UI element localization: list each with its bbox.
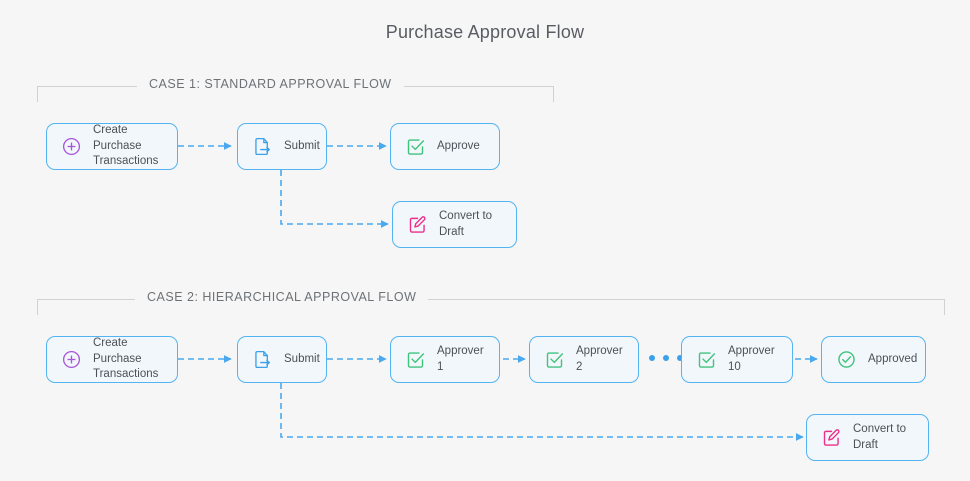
- edit-square-icon: [820, 427, 842, 449]
- plus-circle-icon: [60, 349, 82, 371]
- node-c1-submit[interactable]: Submit: [237, 123, 327, 170]
- group-case-1-legend: CASE 1: STANDARD APPROVAL FLOW: [137, 77, 404, 91]
- checkbox-square-icon: [404, 349, 426, 371]
- checkbox-square-icon: [404, 136, 426, 158]
- node-c2-approver-1[interactable]: Approver 1: [390, 336, 500, 383]
- node-label: Approver 10: [728, 344, 775, 373]
- page-title: Purchase Approval Flow: [385, 22, 585, 42]
- node-label: Create Purchase Transactions: [93, 123, 159, 168]
- group-case-1: CASE 1: STANDARD APPROVAL FLOW: [37, 77, 554, 256]
- node-c2-create-purchase-transactions[interactable]: Create Purchase Transactions: [46, 336, 178, 383]
- node-c2-submit[interactable]: Submit: [237, 336, 327, 383]
- file-export-icon: [251, 349, 273, 371]
- node-label: Convert to Draft: [853, 422, 907, 451]
- ellipsis-dot: [663, 355, 669, 361]
- group-case-2-frame: [37, 299, 945, 315]
- node-c1-convert-to-draft[interactable]: Convert to Draft: [392, 201, 517, 248]
- node-c1-create-purchase-transactions[interactable]: Create Purchase Transactions: [46, 123, 178, 170]
- node-label: Create Purchase Transactions: [93, 336, 159, 381]
- node-label: Approve: [437, 139, 480, 152]
- file-export-icon: [251, 136, 273, 158]
- node-c1-approve[interactable]: Approve: [390, 123, 500, 170]
- node-c2-approver-2[interactable]: Approver 2: [529, 336, 639, 383]
- check-circle-icon: [835, 349, 857, 371]
- node-label: Approver 1: [437, 344, 484, 373]
- edit-square-icon: [406, 214, 428, 236]
- checkbox-square-icon: [695, 349, 717, 371]
- checkbox-square-icon: [543, 349, 565, 371]
- ellipsis-dot: [649, 355, 655, 361]
- node-c2-approved[interactable]: Approved: [821, 336, 926, 383]
- plus-circle-icon: [60, 136, 82, 158]
- node-label: Approver 2: [576, 344, 623, 373]
- group-case-2: CASE 2: HIERARCHICAL APPROVAL FLOW: [37, 290, 945, 469]
- node-c2-approver-10[interactable]: Approver 10: [681, 336, 793, 383]
- ellipsis-dot: [677, 355, 683, 361]
- node-label: Convert to Draft: [439, 209, 493, 238]
- node-label: Submit: [284, 352, 320, 365]
- node-label: Approved: [868, 352, 918, 365]
- node-label: Submit: [284, 139, 320, 152]
- approver-ellipsis: [649, 355, 683, 361]
- node-c2-convert-to-draft[interactable]: Convert to Draft: [806, 414, 929, 461]
- group-case-2-legend: CASE 2: HIERARCHICAL APPROVAL FLOW: [135, 290, 429, 304]
